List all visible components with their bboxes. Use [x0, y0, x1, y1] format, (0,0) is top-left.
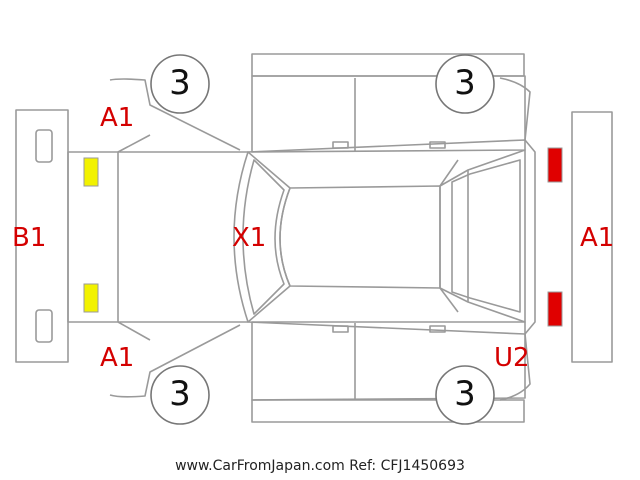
front-bumper-fog-top [35, 129, 53, 163]
tire-rear-right [435, 365, 495, 425]
tire-grade-rear-right: 3 [454, 374, 476, 414]
front-bumper [15, 109, 69, 363]
left-rear-arch [499, 77, 531, 141]
damage-label-front-right-bumper: A1 [100, 343, 135, 373]
damage-label-front-left-bumper: A1 [100, 103, 135, 133]
tire-front-right [150, 365, 210, 425]
tire-front-left [150, 54, 210, 114]
damage-label-rear: A1 [580, 223, 615, 253]
bottom-doors [251, 321, 526, 401]
bottom-rear-handle [429, 325, 446, 333]
right-headlight [83, 283, 99, 313]
left-headlight [83, 157, 99, 187]
top-rear-handle [429, 141, 446, 149]
bottom-front-handle [332, 325, 349, 333]
front-bumper-fog-bottom [35, 309, 53, 343]
damage-label-rear-right: U2 [494, 343, 530, 373]
right-rear-arch [499, 333, 531, 401]
damage-label-front: B1 [12, 223, 47, 253]
right-front-arch [109, 324, 241, 398]
left-taillight [547, 147, 563, 183]
left-front-arch [109, 78, 241, 151]
roof [279, 185, 441, 289]
damage-label-roof: X1 [232, 223, 267, 253]
tire-grade-front-right: 3 [169, 374, 191, 414]
watermark-ref: www.CarFromJapan.com Ref: CFJ1450693 [175, 458, 465, 474]
car-body-outline [67, 139, 536, 335]
tire-grade-front-left: 3 [169, 63, 191, 103]
right-taillight [547, 291, 563, 327]
tire-rear-left [435, 54, 495, 114]
tire-grade-rear-left: 3 [454, 63, 476, 103]
top-front-handle [332, 141, 349, 149]
rear-bumper [571, 111, 613, 363]
